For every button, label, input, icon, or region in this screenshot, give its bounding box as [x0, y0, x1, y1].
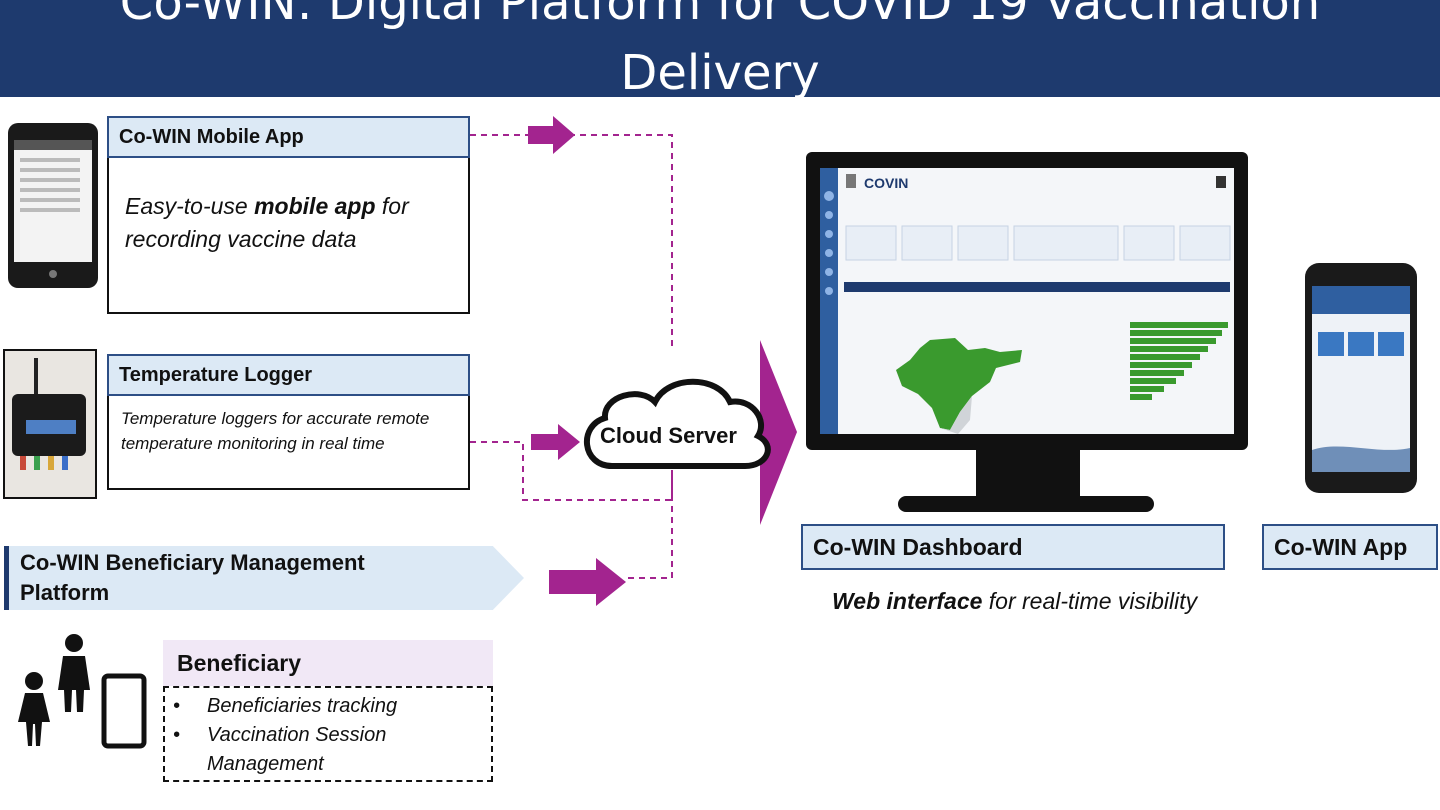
temp-logger-desc: Temperature loggers for accurate remote … — [121, 409, 430, 453]
screen-brand: COVIN — [864, 175, 908, 191]
beneficiary-item: Vaccination Session Management — [165, 721, 491, 779]
dashboard-caption-bold: Web interface — [832, 588, 983, 614]
temperature-logger-photo — [3, 349, 97, 499]
bmp-accent — [4, 546, 9, 610]
mobile-app-heading: Co-WIN Mobile App — [107, 116, 470, 158]
dashed-line-mobile — [470, 134, 673, 350]
arrow-logger — [531, 424, 580, 460]
title-line-2: Delivery — [620, 45, 820, 97]
dashboard-caption-rest: for real-time visibility — [982, 588, 1198, 614]
mobile-app-desc: Easy-to-use mobile app for recording vac… — [125, 190, 455, 256]
bmp-label: Co-WIN Beneficiary Management Platform — [20, 550, 365, 605]
mobile-app-card: Easy-to-use mobile app for recording vac… — [107, 152, 470, 314]
cloud-server-label: Cloud Server — [600, 423, 737, 448]
dashboard-caption: Web interface for real-time visibility — [832, 588, 1197, 615]
mobile-app-phone-illustration — [8, 123, 98, 288]
cloud-icon — [584, 378, 771, 469]
title-line-1: Co-WIN: Digital Platform for COVID 19 Va… — [119, 0, 1321, 31]
mobile-app-desc-post: for recording vaccine data — [125, 193, 409, 252]
arrow-bmp — [549, 558, 626, 606]
dashed-line-bmp — [628, 470, 673, 579]
temp-logger-card: Temperature loggers for accurate remote … — [107, 390, 470, 490]
title-banner: Co-WIN: Digital Platform for COVID 19 Va… — [0, 0, 1440, 97]
beneficiary-item: Beneficiaries tracking — [165, 692, 491, 721]
bmp-banner — [4, 546, 524, 610]
mobile-app-desc-bold: mobile app — [254, 193, 376, 219]
dashboard-monitor-illustration: COVIN — [806, 152, 1248, 512]
beneficiary-box: Beneficiaries tracking Vaccination Sessi… — [163, 686, 493, 782]
arrow-mobile — [528, 116, 575, 154]
app-label: Co-WIN App — [1262, 524, 1438, 570]
beneficiary-list: Beneficiaries tracking Vaccination Sessi… — [165, 692, 491, 779]
tablet-icon — [101, 673, 147, 749]
beneficiary-people-icon — [18, 634, 90, 746]
beneficiary-heading: Beneficiary — [163, 640, 493, 686]
dashboard-label: Co-WIN Dashboard — [801, 524, 1225, 570]
arrow-to-dashboard — [760, 340, 797, 525]
mobile-app-desc-pre: Easy-to-use — [125, 193, 255, 219]
app-phone-illustration — [1305, 263, 1417, 493]
temp-logger-heading: Temperature Logger — [107, 354, 470, 396]
